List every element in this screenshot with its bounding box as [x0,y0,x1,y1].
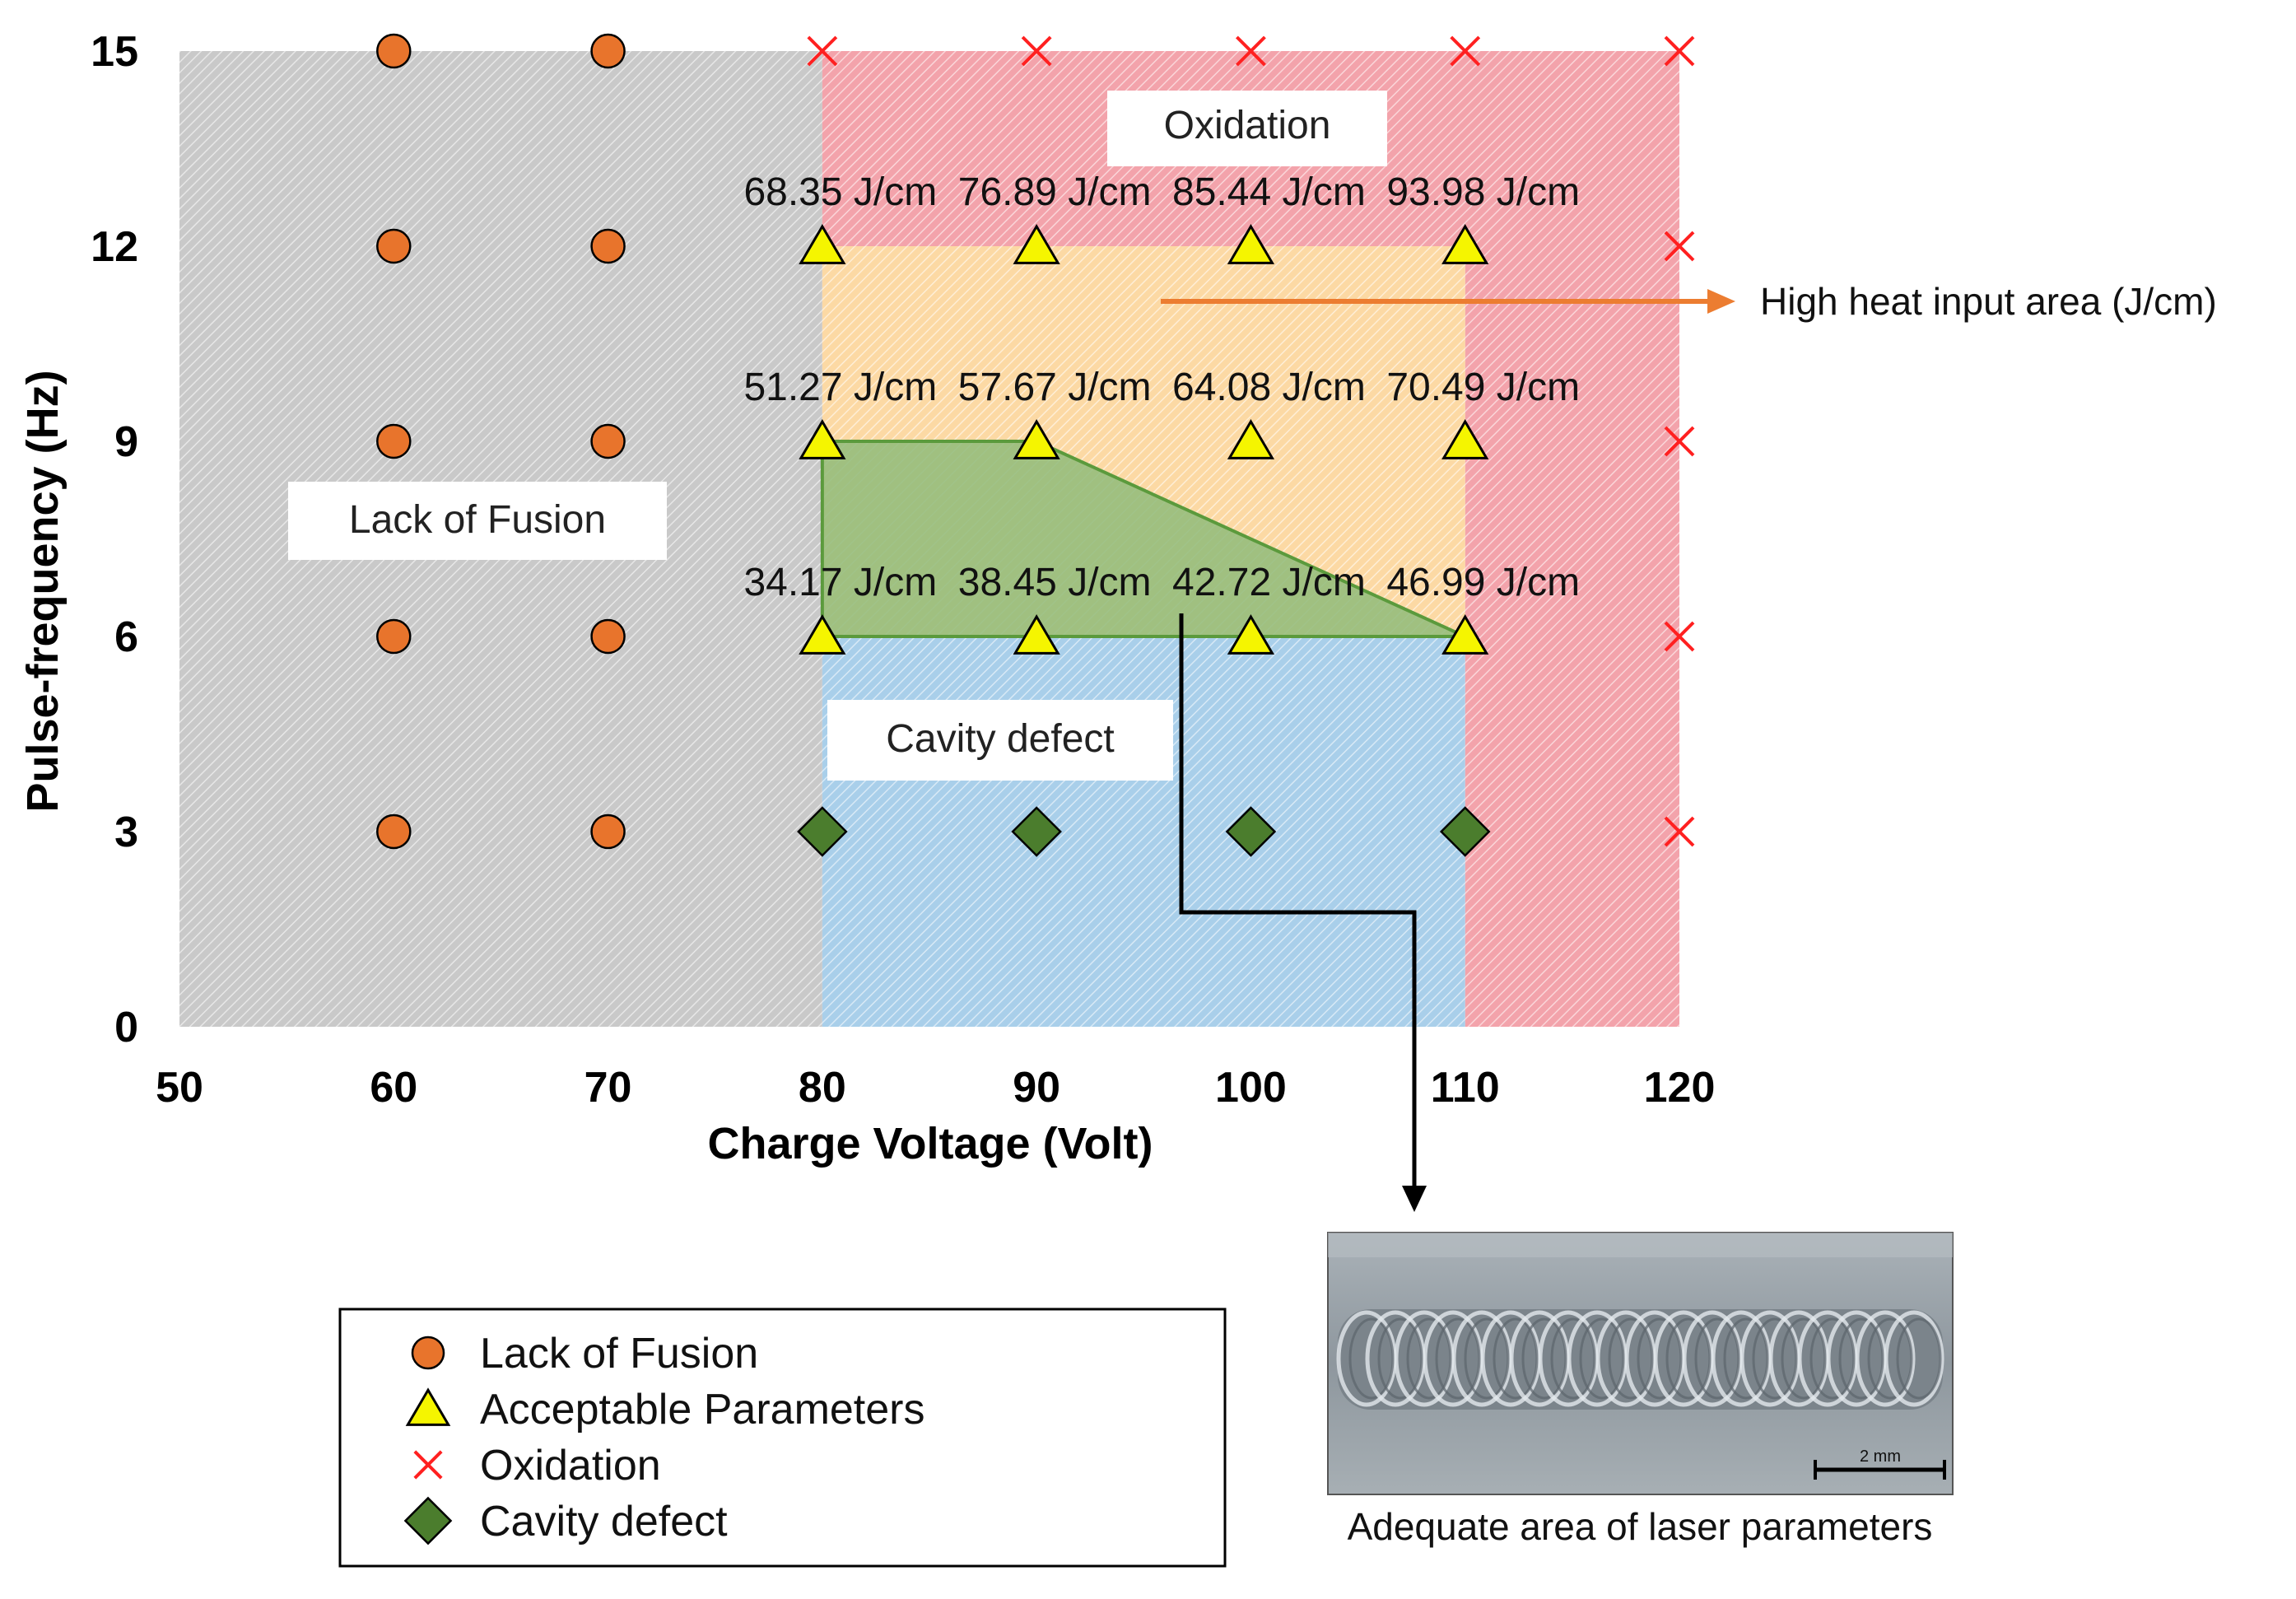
acceptable-point [799,224,846,264]
y-tick-label: 15 [91,28,138,76]
regions-layer [179,51,1679,1027]
energy-data-label: 68.35 J/cm [743,170,937,214]
x-tick-label: 120 [1644,1064,1716,1112]
legend-item-label: Oxidation [480,1442,661,1489]
region-label-oxidation: Oxidation [1107,91,1387,166]
energy-data-label: 38.45 J/cm [958,561,1152,604]
energy-data-label: 85.44 J/cm [1172,170,1366,214]
svg-text:Lack of Fusion: Lack of Fusion [349,498,606,542]
lack-of-fusion-point [376,423,412,459]
acceptable-point [1441,224,1489,264]
acceptable-point [1227,614,1275,655]
energy-data-label: 76.89 J/cm [958,170,1152,214]
cavity-defect-point [403,1496,453,1545]
connector-arrowhead [1402,1186,1427,1212]
acceptable-point [1441,614,1489,655]
cavity-defect-point [1225,806,1277,857]
lack-of-fusion-point [590,618,626,655]
weld-photo: 2 mm [1327,1232,1954,1495]
axis-ticks: 50 60 70 80 90 100 110 120 0 3 6 9 12 15 [91,28,1715,1112]
acceptable-point [1227,419,1275,459]
legend-item: Lack of Fusion [411,1330,758,1378]
y-tick-label: 6 [114,613,138,661]
oxidation-point [1021,35,1052,67]
lack-of-fusion-point [411,1336,445,1370]
oxidation-point [1236,35,1266,67]
oxidation-point [1664,231,1695,262]
acceptable-point [799,614,846,655]
energy-data-label: 57.67 J/cm [958,366,1152,409]
lack-of-fusion-point [590,33,626,69]
legend-item: Oxidation [413,1442,661,1489]
lack-of-fusion-point [590,813,626,850]
acceptable-point [1441,419,1489,459]
energy-data-label: 51.27 J/cm [743,366,937,409]
high-heat-label: High heat input area (J/cm) [1760,280,2217,323]
oxidation-point [1664,816,1695,847]
region-cavity-defect-4 [822,636,1465,1027]
y-tick-label: 12 [91,223,138,271]
data-labels: 68.35 J/cm 76.89 J/cm 85.44 J/cm 93.98 J/cm… [743,170,1580,604]
energy-data-label: 64.08 J/cm [1172,366,1366,409]
x-axis-title: Charge Voltage (Volt) [707,1119,1153,1168]
legend-item-label: Lack of Fusion [480,1330,758,1378]
x-tick-label: 90 [1013,1064,1060,1112]
region-label-lack-of-fusion: Lack of Fusion [288,482,667,560]
cavity-defect-point [797,806,848,857]
region-oxidation-1 [822,51,1679,246]
photo-caption: Adequate area of laser parameters [1348,1505,1933,1548]
lack-of-fusion-point [590,228,626,264]
oxidation-point [1664,426,1695,457]
x-tick-label: 110 [1431,1064,1500,1112]
legend-item-label: Cavity defect [480,1498,728,1545]
legend-item-label: Acceptable Parameters [480,1386,925,1434]
y-axis-title: Pulse-frequency (Hz) [18,370,68,812]
cavity-defect-point [1011,806,1062,857]
lack-of-fusion-point [590,423,626,459]
energy-data-label: 93.98 J/cm [1386,170,1580,214]
data-markers [376,33,1695,857]
acceptable-point [1227,224,1275,264]
oxidation-point [807,35,838,67]
scale-bar-label: 2 mm [1860,1447,1901,1466]
x-tick-label: 100 [1215,1064,1287,1112]
high-heat-arrow [1161,289,1735,314]
energy-data-label: 34.17 J/cm [743,561,937,604]
x-tick-label: 50 [156,1064,203,1112]
svg-text:Cavity defect: Cavity defect [886,717,1114,761]
x-tick-label: 80 [799,1064,846,1112]
region-oxidation-2 [1465,246,1679,1027]
region-label-cavity-defect: Cavity defect [827,700,1173,781]
energy-data-label: 70.49 J/cm [1386,366,1580,409]
x-tick-label: 60 [370,1064,417,1112]
lack-of-fusion-point [376,228,412,264]
acceptable-point [1013,419,1060,459]
y-tick-label: 9 [114,418,138,466]
acceptable-point [799,419,846,459]
lack-of-fusion-point [376,33,412,69]
oxidation-point [413,1450,443,1480]
y-tick-label: 0 [114,1004,138,1051]
acceptable-point [405,1387,451,1426]
y-tick-label: 3 [114,809,138,856]
oxidation-point [1664,621,1695,652]
lack-of-fusion-point [376,618,412,655]
connector-line [1179,613,1417,1190]
energy-data-label: 42.72 J/cm [1172,561,1366,604]
acceptable-point [1013,614,1060,655]
acceptable-point [1013,224,1060,264]
oxidation-point [1664,35,1695,67]
legend-item: Acceptable Parameters [405,1386,925,1434]
legend-item: Cavity defect [403,1496,728,1545]
energy-data-label: 46.99 J/cm [1386,561,1580,604]
lack-of-fusion-point [376,813,412,850]
x-tick-label: 70 [584,1064,632,1112]
svg-text:Oxidation: Oxidation [1164,104,1331,147]
cavity-defect-point [1439,806,1491,857]
callout-connectors [1179,613,1427,1212]
oxidation-point [1450,35,1481,67]
